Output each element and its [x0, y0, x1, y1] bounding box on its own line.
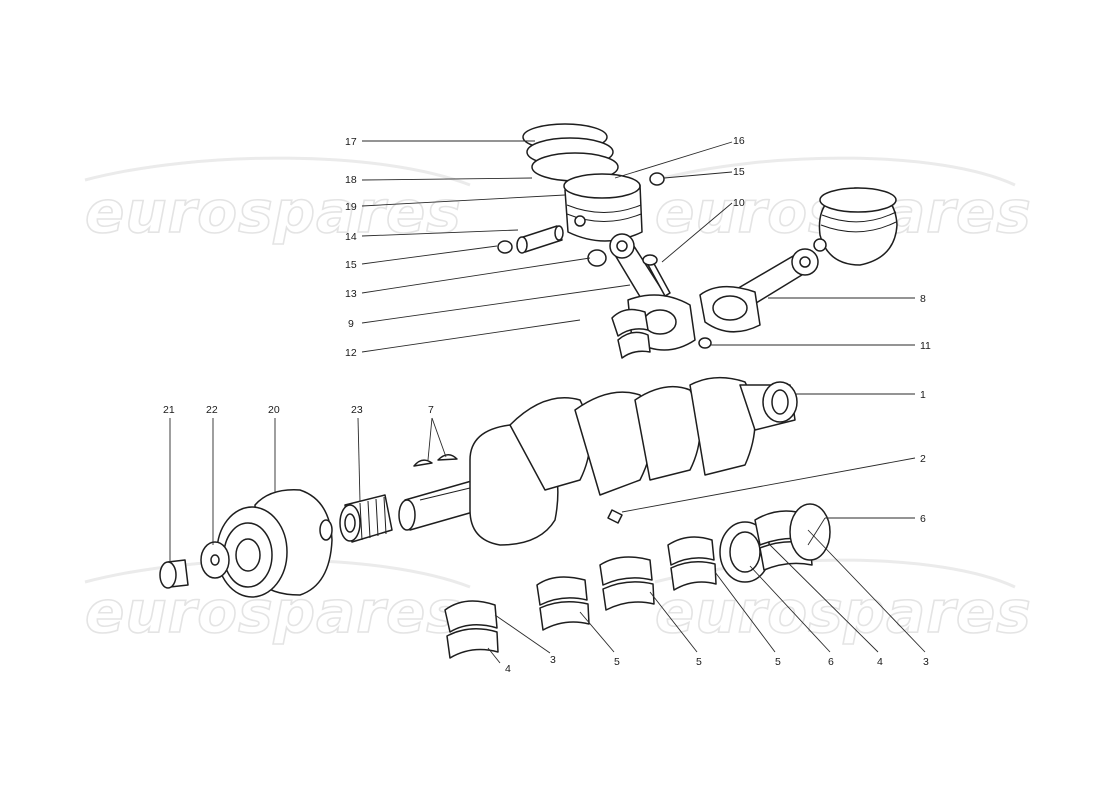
svg-text:eurospares: eurospares [85, 178, 462, 246]
callout-4-front: 4 [505, 663, 511, 675]
rod-bolt [642, 254, 671, 297]
circlip-right [649, 172, 665, 186]
callout-3-rear: 3 [923, 656, 929, 668]
callout-3-front: 3 [550, 654, 556, 666]
watermark-bottom-right: eurospares [654, 558, 1032, 647]
callout-6-right: 6 [920, 513, 926, 525]
callout-8: 8 [920, 293, 926, 305]
callout-labels: 17 18 19 14 15 13 9 12 16 15 10 8 11 1 2… [163, 135, 931, 675]
callout-15-left: 15 [345, 259, 357, 271]
rod-nut [698, 337, 712, 349]
callout-22: 22 [206, 404, 218, 416]
leader-lines [169, 140, 926, 664]
callout-15-right: 15 [733, 166, 745, 178]
callout-10: 10 [733, 197, 745, 209]
callout-21: 21 [163, 404, 175, 416]
callout-5-first: 5 [614, 656, 620, 668]
pulley-washer [200, 541, 230, 579]
callout-9: 9 [348, 318, 354, 330]
callout-2: 2 [920, 453, 926, 465]
svg-text:eurospares: eurospares [655, 578, 1032, 646]
pulley-bolt [159, 559, 189, 589]
timing-gear [339, 494, 393, 543]
crankshaft [398, 376, 798, 546]
callout-23: 23 [351, 404, 363, 416]
callout-12: 12 [345, 347, 357, 359]
callout-7: 7 [428, 404, 434, 416]
callout-6-bottom: 6 [828, 656, 834, 668]
callout-11: 11 [920, 340, 931, 352]
main-bearing-4 [667, 536, 717, 591]
callout-17: 17 [345, 136, 357, 148]
callout-4-rear: 4 [877, 656, 883, 668]
piston-right [813, 187, 898, 266]
callout-13: 13 [345, 288, 357, 300]
callout-19: 19 [345, 201, 357, 213]
callout-18: 18 [345, 174, 357, 186]
connecting-rod-right [699, 248, 819, 333]
callout-16: 16 [733, 135, 745, 147]
callout-20: 20 [268, 404, 280, 416]
gudgeon-pin [516, 225, 564, 254]
callout-5-third: 5 [775, 656, 781, 668]
watermark-top-left: eurospares [84, 156, 471, 247]
crank-dowel [607, 509, 623, 524]
crank-pulley [216, 489, 333, 598]
circlip-left [497, 240, 513, 254]
small-end-bush [587, 249, 607, 267]
callout-5-second: 5 [696, 656, 702, 668]
thrust-washers [719, 503, 831, 583]
main-bearing-2 [536, 576, 590, 631]
woodruff-keys [413, 454, 458, 467]
callout-1: 1 [920, 389, 926, 401]
big-end-shells [611, 308, 651, 359]
piston-left [563, 173, 643, 242]
piston-rings [522, 123, 619, 182]
callout-14: 14 [345, 231, 357, 243]
main-bearing-front [444, 600, 499, 659]
main-bearing-3 [599, 556, 655, 611]
